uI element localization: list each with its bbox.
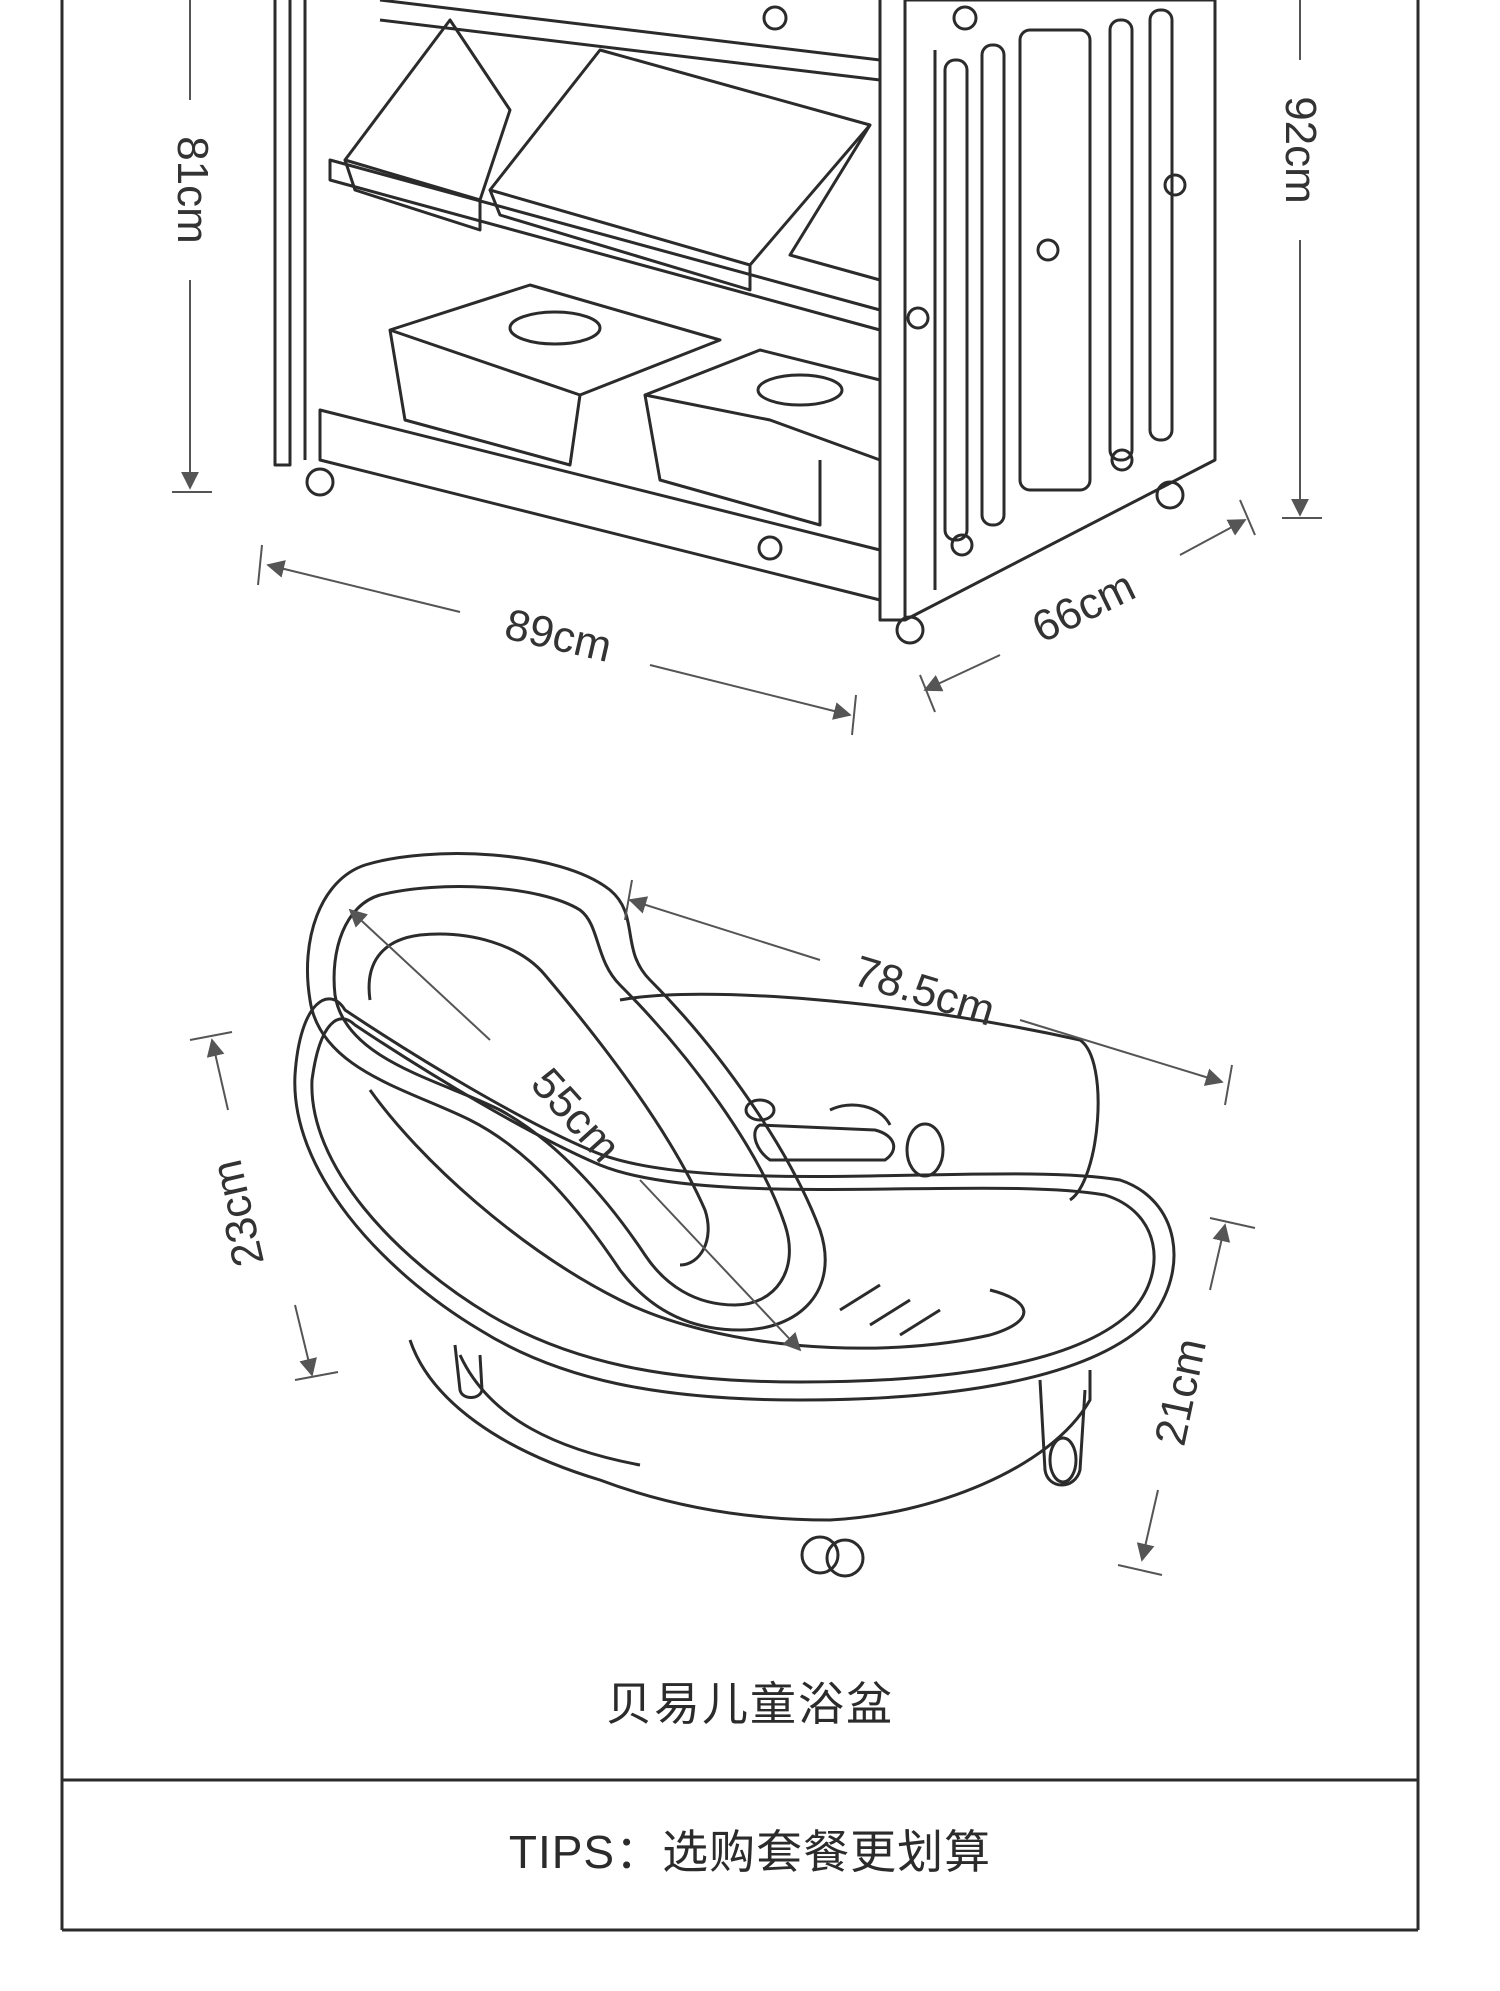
tips-text: TIPS：选购套餐更划算 (508, 1826, 992, 1878)
cart-depth-label: 66cm (1025, 561, 1143, 652)
outer-frame (60, 0, 1420, 1932)
tub-dimension-lines (189, 879, 1256, 1576)
tub-height-left-label: 23cm (202, 1155, 274, 1271)
tub-height-right-label: 21cm (1146, 1334, 1216, 1449)
tub-illustration (293, 852, 1176, 1578)
tub-length-label: 78.5cm (848, 947, 1000, 1036)
product-name: 贝易儿童浴盆 (606, 1678, 894, 1730)
cart-height-left-label: 81cm (168, 136, 217, 244)
cart-height-right-label: 92cm (1276, 96, 1325, 204)
cart-width-label: 89cm (500, 600, 616, 672)
cart-illustration (273, 0, 1217, 645)
cart-dimension-lines (172, 0, 1322, 736)
